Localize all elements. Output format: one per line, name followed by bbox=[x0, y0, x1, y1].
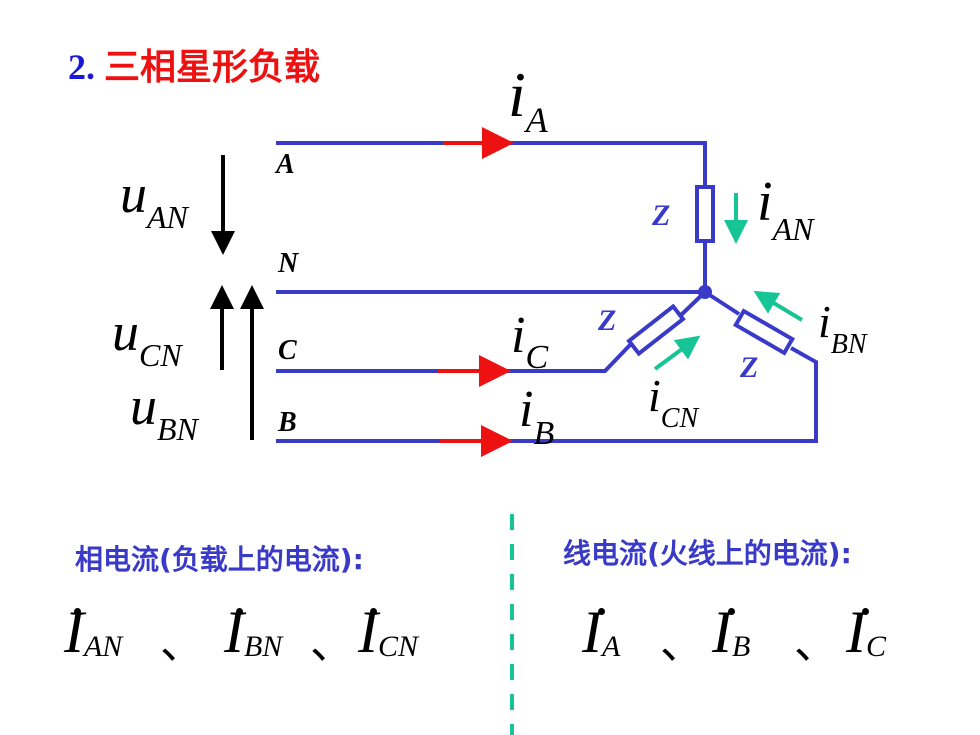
arrow-ibn bbox=[753, 290, 804, 322]
load-zan bbox=[695, 185, 715, 243]
phasor-i-bn: IBN bbox=[224, 599, 283, 665]
node-label-a: A bbox=[274, 149, 295, 180]
load-label-zcn: Z bbox=[597, 304, 616, 337]
current-label-ian: iAN bbox=[757, 171, 815, 247]
page-title: 2. 三相星形负载 bbox=[68, 38, 320, 90]
voltage-label-uan: uAN bbox=[120, 164, 190, 235]
current-label-ibn: iBN bbox=[818, 296, 868, 360]
phasor-i-an: IAN bbox=[64, 599, 123, 665]
phasor-i-a: IA bbox=[582, 599, 621, 665]
phasor-dot bbox=[862, 608, 869, 615]
neutral-node bbox=[698, 285, 712, 299]
phasor-i-cn: ICN bbox=[358, 599, 419, 665]
phasor-separator: 、 bbox=[160, 618, 204, 669]
current-label-ic: iC bbox=[511, 307, 548, 376]
load-label-zan: Z bbox=[651, 199, 670, 232]
title-number: 2. bbox=[68, 47, 95, 87]
phasor-dot bbox=[598, 608, 605, 615]
load-label-zbn: Z bbox=[739, 351, 758, 384]
node-label-c: C bbox=[278, 335, 297, 366]
load-zcn bbox=[626, 303, 686, 357]
voltage-label-ubn: uBN bbox=[130, 376, 200, 447]
phasor-separator: 、 bbox=[660, 618, 704, 669]
phasor-dot bbox=[236, 608, 243, 615]
phasor-dot bbox=[370, 608, 377, 615]
phasor-separator: 、 bbox=[794, 618, 838, 669]
phasor-dot bbox=[74, 608, 81, 615]
phasor-separator: 、 bbox=[310, 618, 354, 669]
current-label-ib: iB bbox=[519, 381, 554, 452]
phase-current-heading: 相电流(负载上的电流): bbox=[75, 543, 364, 576]
title-text: 三相星形负载 bbox=[104, 47, 321, 88]
node-label-n: N bbox=[277, 248, 300, 279]
line-current-heading: 线电流(火线上的电流): bbox=[563, 537, 852, 570]
current-label-ia: iA bbox=[508, 59, 549, 140]
current-label-icn: iCN bbox=[648, 370, 699, 434]
node-label-b: B bbox=[277, 407, 297, 438]
voltage-label-ucn: uCN bbox=[112, 302, 183, 373]
wire-b bbox=[276, 346, 818, 443]
wire-c bbox=[276, 343, 632, 373]
phasor-i-b: IB bbox=[712, 599, 751, 665]
phasor-i-c: IC bbox=[846, 599, 886, 665]
arrow-icn bbox=[653, 335, 701, 371]
load-zbn bbox=[733, 308, 795, 356]
phasor-dot bbox=[728, 608, 735, 615]
wire-a bbox=[276, 141, 707, 187]
